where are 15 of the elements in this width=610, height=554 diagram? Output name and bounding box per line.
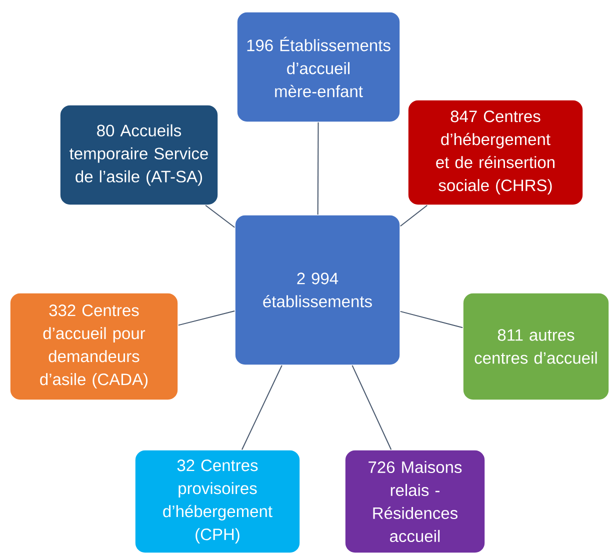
connector-line [352,364,392,450]
connector-line [178,310,236,326]
text-box: 811 autres centres d’accueil [462,292,610,400]
text-box: 847 Centres d’hébergement et de réinsertion sociale (CHRS) [408,100,584,206]
connector-line [317,122,319,216]
connector-line [400,310,464,328]
text-box: 80 Accueils temporaire Service de l’asile (AT-SA) [60,104,218,206]
connector-line [400,204,428,227]
text-box: 332 Centres d’accueil pour demandeurs d’asile (CADA) [10,292,178,400]
text-box: 2 994 établissements [234,214,400,366]
text-box: 196 Établissements d’accueil mère-enfant [236,12,400,122]
connector-line [205,204,236,228]
text-box: 32 Centres provisoires d’hébergement (CPH) [134,450,300,554]
connector-line [241,364,282,450]
text-box: 726 Maisons relais - Résidences accueil [344,450,486,554]
